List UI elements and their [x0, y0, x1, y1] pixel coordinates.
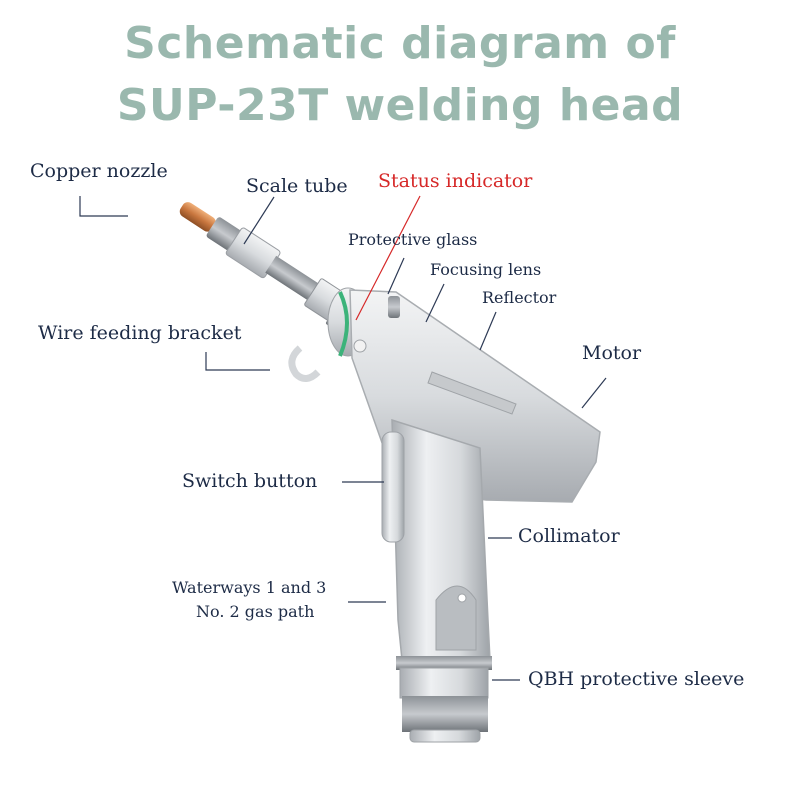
switch-button-shape [381, 431, 405, 543]
scale-tube-shape [265, 255, 320, 302]
label-waterways: Waterways 1 and 3 [172, 578, 327, 597]
label-wire-feeding-bracket: Wire feeding bracket [38, 322, 242, 344]
diagram-title-line-2: SUP-23T welding head [116, 80, 684, 131]
label-gas-path: No. 2 gas path [196, 602, 315, 621]
diagram-title-line-1: Schematic diagram of [124, 18, 676, 69]
wire-bracket-shape [288, 345, 321, 382]
qbh-sleeve-shape [396, 656, 492, 743]
label-qbh-protective-sleeve: QBH protective sleeve [528, 668, 745, 690]
label-collimator: Collimator [518, 525, 620, 547]
label-switch-button: Switch button [182, 470, 318, 492]
label-scale-tube: Scale tube [246, 175, 348, 197]
status-indicator-ring [338, 291, 349, 357]
label-motor: Motor [582, 342, 642, 364]
label-focusing-lens: Focusing lens [430, 260, 542, 279]
copper-nozzle-shape [179, 202, 216, 232]
label-copper-nozzle: Copper nozzle [30, 160, 168, 182]
label-status-indicator: Status indicator [378, 170, 533, 192]
leader-lines [79, 195, 607, 681]
label-protective-glass: Protective glass [348, 230, 478, 249]
label-reflector: Reflector [482, 288, 557, 307]
